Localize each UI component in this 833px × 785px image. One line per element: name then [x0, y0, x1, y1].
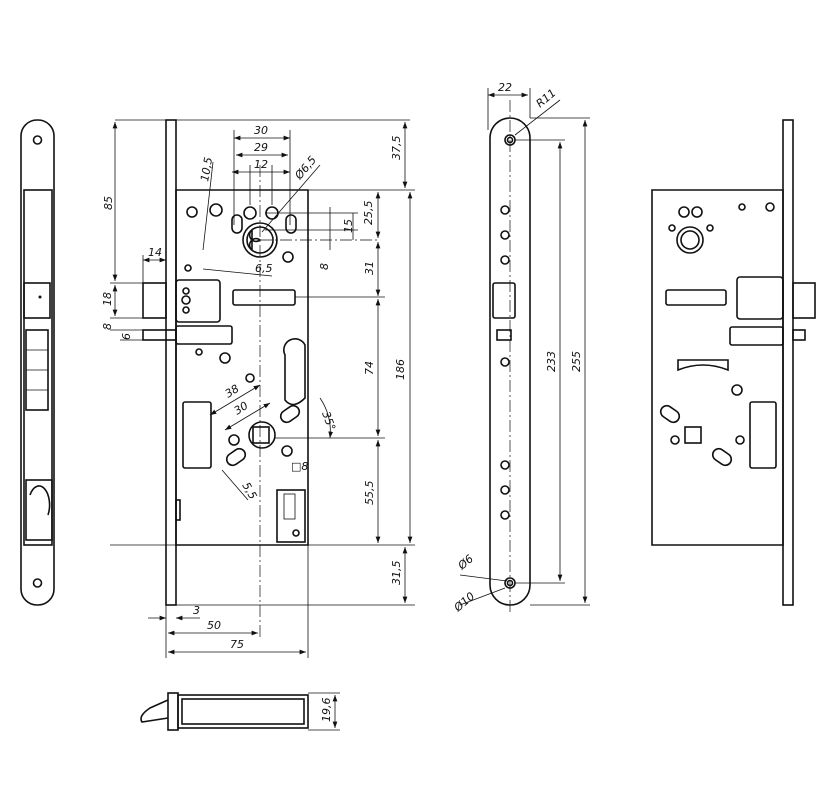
dim-15: 15 [342, 219, 355, 233]
dim-8: 8 [101, 323, 114, 330]
main-view [142, 119, 380, 640]
dim-30-angled: 30 [232, 399, 251, 417]
dim-square-8: □8 [291, 460, 308, 473]
dim-30-top: 30 [254, 124, 268, 137]
dim-74: 74 [363, 361, 376, 375]
bottom-view: 19,6 [140, 692, 340, 731]
dim-18: 18 [101, 292, 114, 306]
dim-5-5: 5,5 [239, 480, 259, 502]
dim-25-5: 25,5 [362, 201, 375, 226]
dim-37-5: 37,5 [390, 136, 403, 161]
dim-31-5: 31,5 [390, 561, 403, 586]
dim-8-vertical: 8 [318, 263, 331, 270]
dim-75: 75 [230, 638, 244, 651]
back-view [651, 119, 816, 606]
main-dimensions: 37,5 186 31,5 25,5 15 8 31 74 55,5 30 29… [101, 119, 415, 658]
dim-19-6: 19,6 [320, 698, 333, 723]
dim-31: 31 [363, 261, 376, 275]
dim-55-5: 55,5 [363, 481, 376, 506]
side-view [20, 119, 55, 606]
dim-dia-6-5: Ø6,5 [292, 154, 319, 183]
dim-12: 12 [254, 158, 268, 171]
dim-6-5: 6,5 [255, 262, 273, 275]
dim-6: 6 [120, 333, 133, 340]
dim-85: 85 [102, 196, 115, 210]
dim-29: 29 [254, 141, 268, 154]
dim-38: 38 [223, 382, 242, 400]
dim-233: 233 [545, 351, 558, 372]
dim-r11: R11 [534, 86, 559, 110]
dim-50: 50 [207, 619, 221, 632]
dim-35-degrees: 35° [319, 410, 338, 433]
dim-14: 14 [148, 246, 162, 259]
dim-10-5: 10,5 [198, 156, 215, 182]
dim-186: 186 [394, 359, 407, 380]
faceplate-view: 22 R11 233 255 Ø6 Ø10 [451, 81, 590, 615]
dim-255: 255 [570, 351, 583, 372]
dim-dia-10: Ø10 [451, 590, 477, 615]
dim-22: 22 [498, 81, 512, 94]
dim-dia-6: Ø6 [455, 552, 476, 573]
dim-3: 3 [193, 604, 200, 617]
